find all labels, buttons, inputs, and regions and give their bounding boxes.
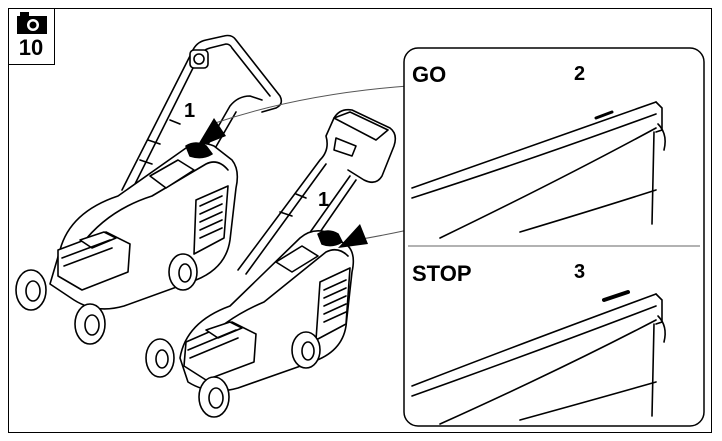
lawnmower-small: [145, 108, 397, 418]
callout-number-small-mower: 1: [318, 189, 329, 211]
callout-number-large-mower: 1: [184, 100, 195, 122]
figure-border: [8, 8, 712, 433]
arrow-small-mower: [338, 224, 368, 248]
stop-panel: STOP 3: [411, 261, 666, 425]
figure-badge: 10: [8, 8, 55, 65]
lawnmower-large: [15, 34, 283, 345]
figure-number: 10: [18, 35, 44, 60]
stop-lever-detail: [411, 290, 666, 425]
camera-icon: [17, 12, 47, 34]
stop-label: STOP: [412, 261, 472, 286]
callout-number-go-lever: 2: [574, 63, 585, 85]
go-label: GO: [412, 62, 446, 87]
callout-leaders: [211, 85, 409, 241]
arrow-large-mower: [196, 118, 226, 148]
go-panel: GO 2: [411, 62, 666, 239]
callout-number-stop-lever: 3: [574, 261, 585, 283]
go-lever-detail: [411, 101, 666, 239]
